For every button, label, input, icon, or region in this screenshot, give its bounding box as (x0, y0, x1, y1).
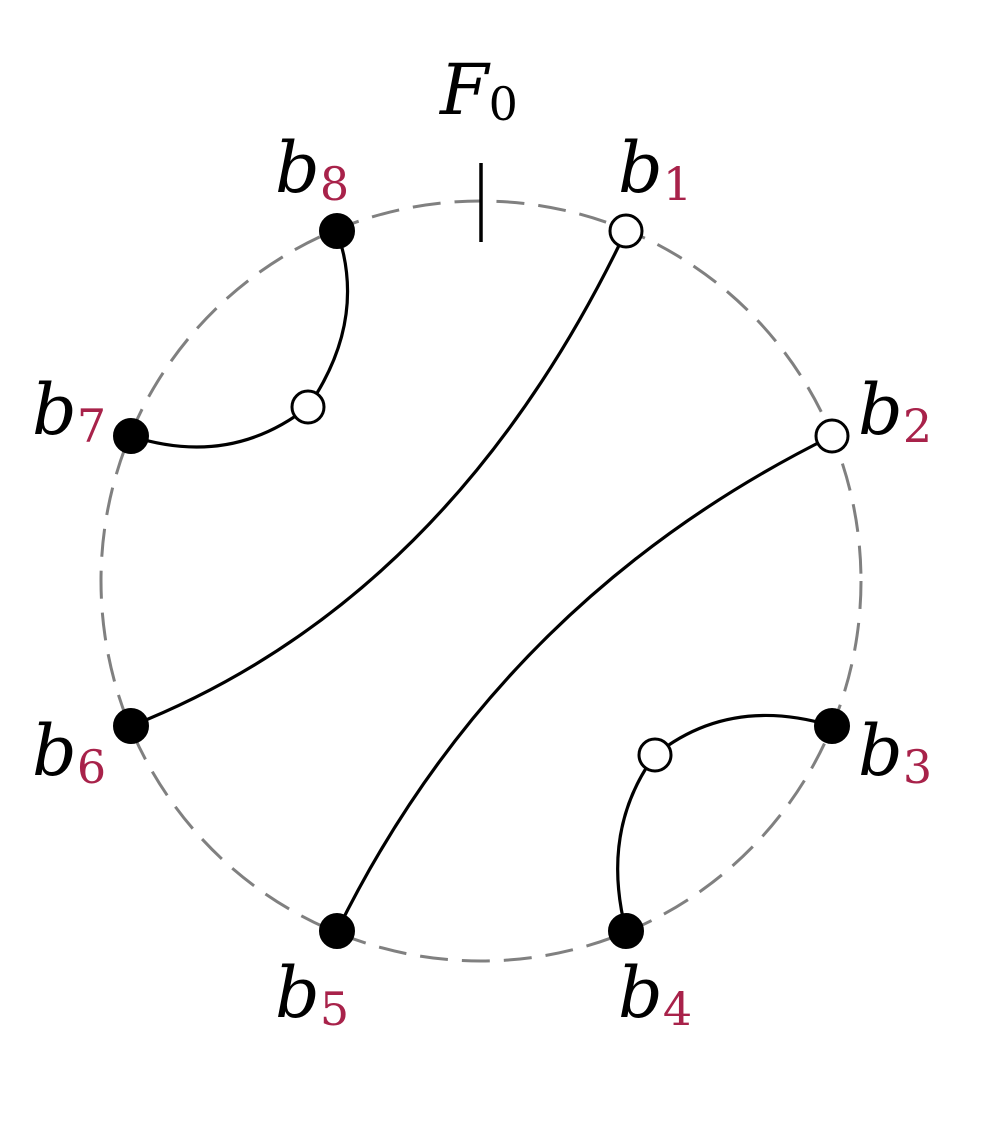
point-b3 (814, 708, 850, 744)
arc-inner-point-to-b4 (616, 753, 657, 933)
arc-b3-to-inner-point (653, 713, 834, 757)
point-b5 (319, 913, 355, 949)
point-b6 (113, 708, 149, 744)
top-label: F0 (438, 49, 518, 131)
arc-b1-to-b6 (129, 229, 628, 728)
arc-b2-to-b5 (335, 434, 834, 933)
top-label-subscript: 0 (489, 77, 518, 131)
point-b2 (814, 418, 850, 454)
label-b7: b7 (32, 369, 106, 453)
arc-b8-to-inner-point (306, 229, 350, 409)
arc-inner-point-to-b7 (129, 405, 310, 449)
label-b5: b5 (275, 952, 349, 1036)
label-b4: b4 (618, 952, 692, 1036)
interior-point-lower-right (637, 737, 673, 773)
point-b1 (608, 213, 644, 249)
point-b8 (319, 213, 355, 249)
label-b2: b2 (858, 369, 932, 453)
point-b4 (608, 913, 644, 949)
label-b3: b3 (858, 710, 932, 794)
top-label-letter: F (438, 49, 491, 131)
interior-point-upper-left (290, 389, 326, 425)
point-b7 (113, 418, 149, 454)
boundary-circle (99, 199, 863, 963)
label-b6: b6 (32, 710, 106, 794)
label-b1: b1 (618, 127, 692, 211)
label-b8: b8 (275, 127, 349, 211)
